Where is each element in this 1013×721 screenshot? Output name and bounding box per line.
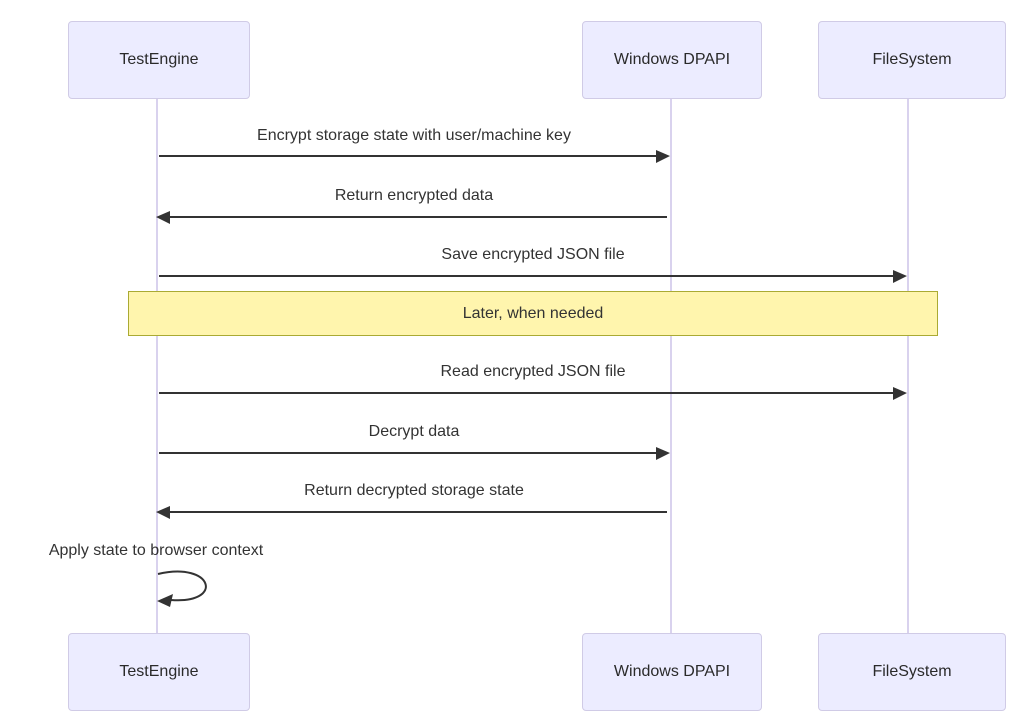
arrowhead-left-icon — [156, 506, 170, 519]
message-label: Save encrypted JSON file — [441, 246, 625, 263]
message-arrow — [157, 150, 670, 163]
lifeline-filesystem — [907, 99, 909, 634]
arrow-line — [159, 392, 904, 394]
message-label: Decrypt data — [368, 423, 460, 440]
actor-label: FileSystem — [872, 51, 952, 68]
note-band: Later, when needed — [128, 291, 938, 336]
actor-label: TestEngine — [119, 51, 199, 68]
message-arrow — [157, 270, 907, 283]
actor-bottom-testengine: TestEngine — [68, 633, 250, 711]
self-loop-arrow-icon — [157, 570, 207, 607]
actor-label: Windows DPAPI — [613, 51, 731, 68]
lifeline-windows-dpapi — [670, 99, 672, 634]
arrow-line — [159, 511, 667, 513]
actor-label: FileSystem — [872, 663, 952, 680]
arrow-line — [159, 452, 667, 454]
message-label: Apply state to browser context — [48, 542, 264, 559]
message-label: Return decrypted storage state — [304, 482, 524, 499]
actor-top-testengine: TestEngine — [68, 21, 250, 99]
message-arrow — [157, 387, 907, 400]
actor-label: TestEngine — [119, 663, 199, 680]
actor-top-windows-dpapi: Windows DPAPI — [582, 21, 762, 99]
arrowhead-right-icon — [893, 387, 907, 400]
arrow-line — [159, 216, 667, 218]
actor-bottom-windows-dpapi: Windows DPAPI — [582, 633, 762, 711]
actor-label: Windows DPAPI — [613, 663, 731, 680]
message-arrow — [157, 447, 670, 460]
arrowhead-right-icon — [656, 150, 670, 163]
actor-bottom-filesystem: FileSystem — [818, 633, 1006, 711]
arrowhead-left-icon — [156, 211, 170, 224]
message-label: Encrypt storage state with user/machine … — [257, 127, 571, 144]
message-label: Read encrypted JSON file — [440, 363, 626, 380]
lifeline-testengine — [156, 99, 158, 634]
arrowhead-right-icon — [656, 447, 670, 460]
arrow-line — [159, 155, 667, 157]
actor-top-filesystem: FileSystem — [818, 21, 1006, 99]
arrow-line — [159, 275, 904, 277]
message-arrow — [156, 506, 669, 519]
message-arrow — [156, 211, 669, 224]
note-label: Later, when needed — [462, 304, 604, 322]
message-label: Return encrypted data — [334, 187, 494, 204]
arrowhead-right-icon — [893, 270, 907, 283]
